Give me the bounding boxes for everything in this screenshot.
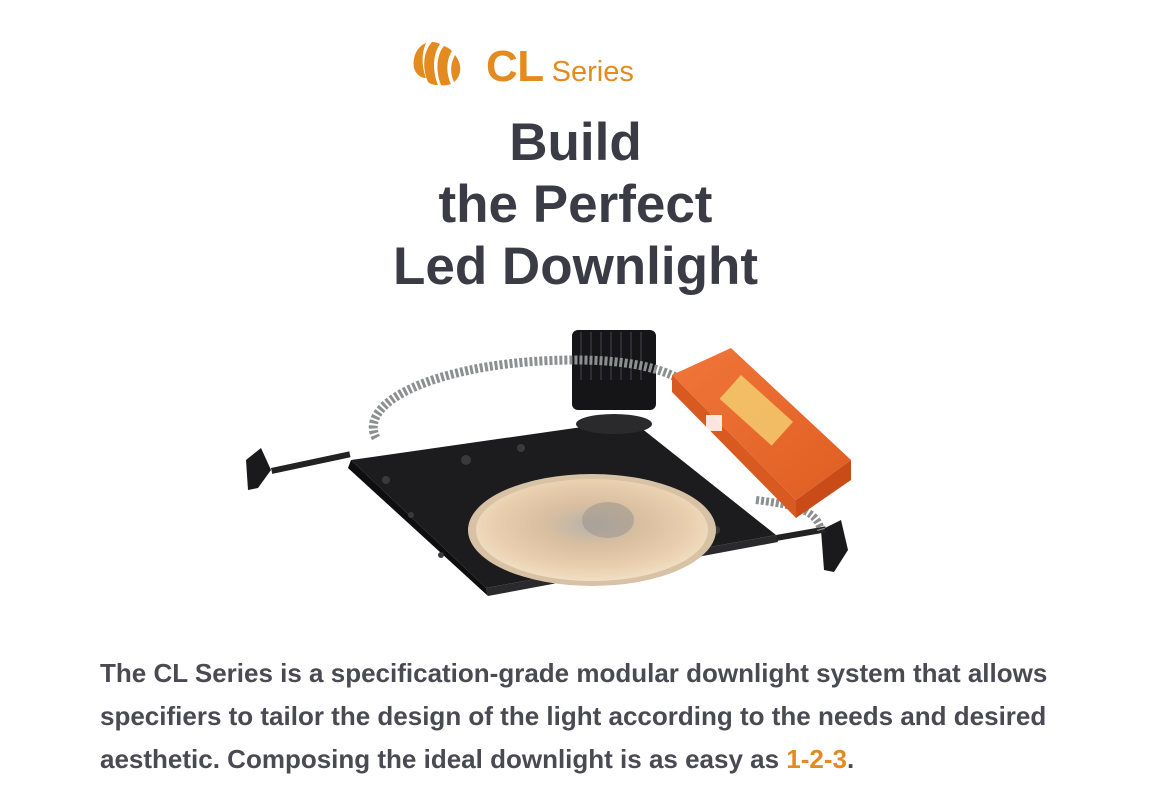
shell-logo-icon <box>413 42 461 86</box>
description-end: . <box>847 744 855 774</box>
led-downlight-fixture-illustration <box>246 330 851 596</box>
description-highlight: 1-2-3 <box>786 744 847 774</box>
brand-series-text: Series <box>551 56 634 88</box>
headline-line-3: Led Downlight <box>392 237 759 296</box>
headline-line-2: the Perfect <box>438 175 713 234</box>
page-headline: Build the Perfect Led Downlight <box>0 112 1151 298</box>
brand-cl-text: CL <box>486 42 544 91</box>
headline-line-1: Build <box>509 113 642 172</box>
description-text: The CL Series is a specification-grade m… <box>100 658 1048 774</box>
brand-name: CL Series <box>486 42 634 92</box>
product-description: The CL Series is a specification-grade m… <box>100 652 1090 781</box>
brand-logo: CL Series <box>408 38 634 96</box>
